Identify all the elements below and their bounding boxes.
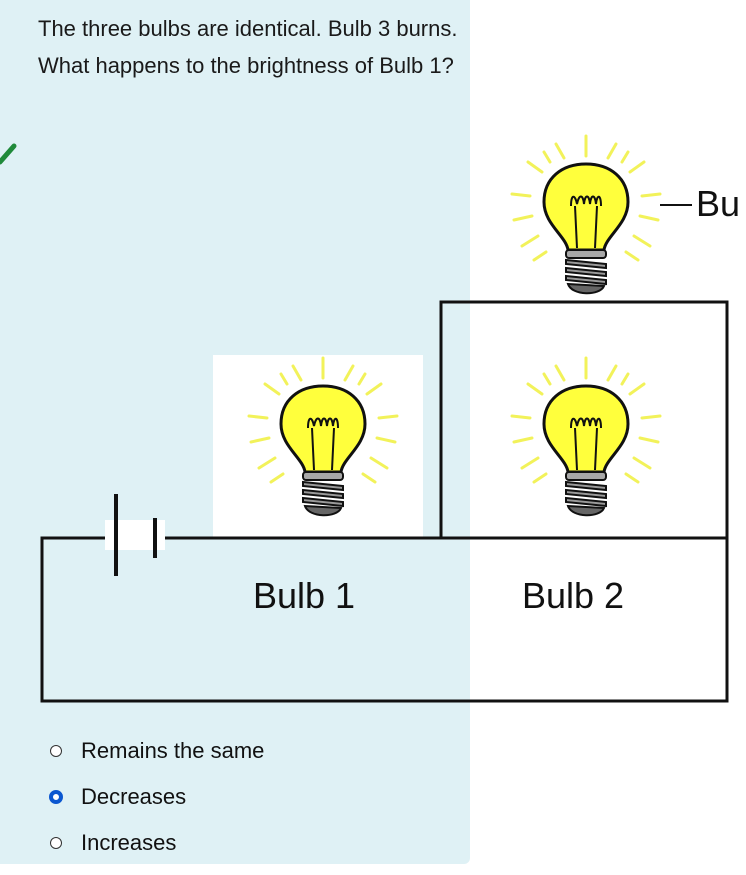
bulb-3-icon [510, 134, 662, 295]
question-text: The three bulbs are identical. Bulb 3 bu… [38, 16, 458, 78]
circuit-loop [40, 536, 729, 703]
bulb-3-label: Bu [696, 183, 740, 224]
battery [105, 494, 165, 576]
bulb-2-icon [510, 356, 662, 517]
answer-options: Remains the same Decreases Increases [49, 728, 264, 866]
option-label: Increases [81, 830, 177, 855]
radio-button[interactable] [50, 837, 62, 849]
option-remains-the-same[interactable]: Remains the same [50, 728, 264, 774]
option-label: Decreases [81, 784, 187, 809]
option-label: Remains the same [81, 738, 265, 763]
parallel-branch [439, 300, 729, 538]
check-icon [0, 143, 17, 165]
option-increases[interactable]: Increases [50, 820, 264, 866]
option-decreases[interactable]: Decreases [49, 774, 264, 820]
bulb-1-label: Bulb 1 [253, 575, 355, 616]
radio-button[interactable] [50, 745, 62, 757]
radio-button-selected[interactable] [49, 790, 63, 804]
bulb-2-label: Bulb 2 [522, 575, 624, 616]
